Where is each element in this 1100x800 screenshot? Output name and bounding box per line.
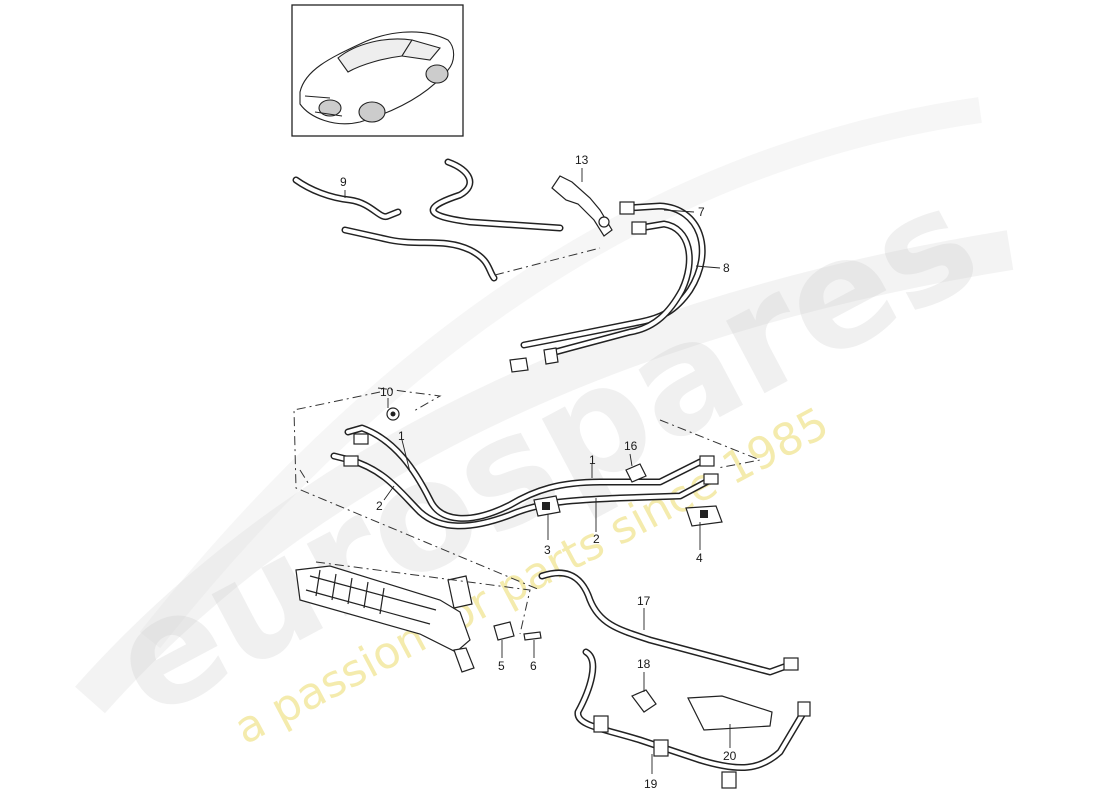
part-10-clip xyxy=(293,387,541,591)
leader-lines xyxy=(344,168,731,774)
part-6-bolt xyxy=(523,631,542,641)
callout-6: 6 xyxy=(530,659,537,673)
part-7-8-flex-hoses xyxy=(509,201,706,373)
callout-17: 17 xyxy=(637,594,651,608)
part-9-hose xyxy=(292,176,402,221)
callout-16: 16 xyxy=(624,439,638,453)
callout-8: 8 xyxy=(723,261,730,275)
steering-rack xyxy=(295,561,531,673)
callout-labels: 1 1 2 2 3 4 5 6 7 8 9 10 13 16 17 18 19 … xyxy=(340,153,737,791)
watermark: eurospares a passion for parts since 198… xyxy=(75,97,1014,755)
callout-3: 3 xyxy=(544,543,551,557)
part-4-mount xyxy=(685,505,723,527)
part-18-clip xyxy=(631,689,657,713)
watermark-brand: eurospares xyxy=(85,153,1004,752)
part-5-clip xyxy=(493,621,515,641)
callout-5: 5 xyxy=(498,659,505,673)
callout-19: 19 xyxy=(644,777,658,791)
callout-7: 7 xyxy=(698,205,705,219)
callout-13: 13 xyxy=(575,153,589,167)
callout-20: 20 xyxy=(723,749,737,763)
part-19-hose xyxy=(574,648,811,789)
part-16-clip xyxy=(625,463,647,483)
callout-1b: 1 xyxy=(589,453,596,467)
callout-9: 9 xyxy=(340,175,347,189)
callout-10: 10 xyxy=(380,385,394,399)
part-17-pipe xyxy=(538,569,799,676)
part-1-2-rigid-lines xyxy=(299,419,762,530)
part-13-bracket xyxy=(551,175,613,237)
vehicle-thumbnail xyxy=(291,4,464,137)
callout-2a: 2 xyxy=(376,499,383,513)
callout-1a: 1 xyxy=(398,429,405,443)
car-coupe-icon xyxy=(299,31,455,125)
part-3-mount xyxy=(533,495,561,517)
callout-2b: 2 xyxy=(593,532,600,546)
callout-18: 18 xyxy=(637,657,651,671)
callout-4: 4 xyxy=(696,551,703,565)
part-20-shield xyxy=(687,695,773,731)
upper-feed-lines xyxy=(341,158,601,282)
